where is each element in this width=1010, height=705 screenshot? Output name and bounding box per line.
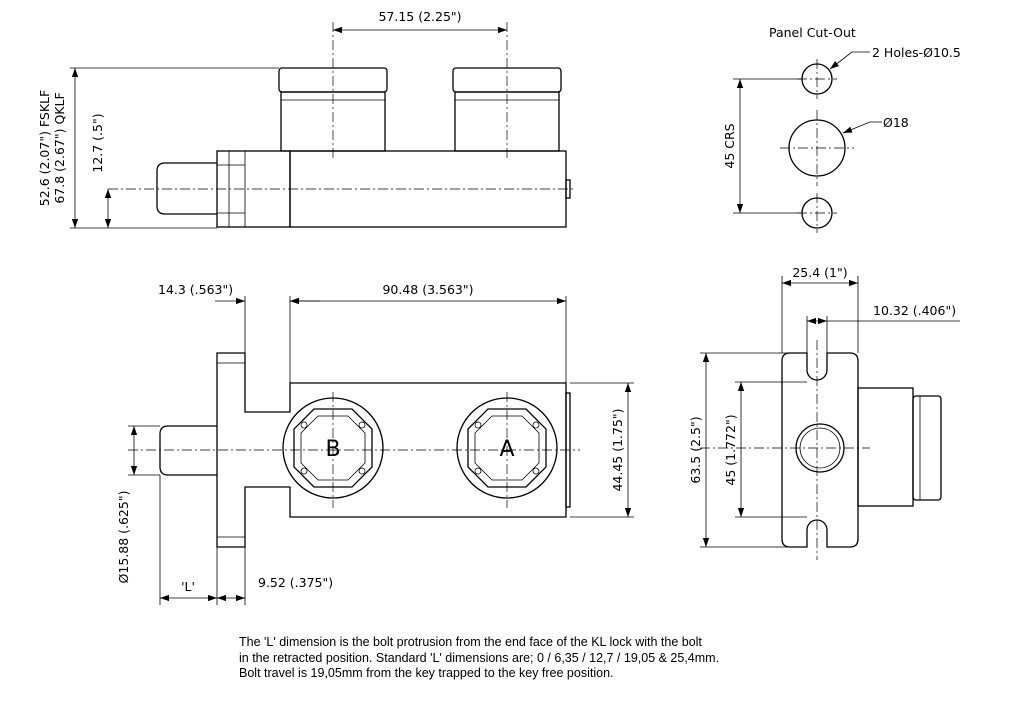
height-qklf-dimension: 67.8 (2.67") QKLF [52, 92, 67, 203]
bolt-diameter-dimension: Ø15.88 (.625") [116, 491, 131, 584]
hole-spacing-dimension: 45 (1.772") [723, 414, 738, 485]
bolt-height-dimension: 12.7 (.5") [90, 113, 105, 172]
key-a-label: A [499, 437, 514, 462]
holes-diameter-label: 2 Holes-Ø10.5 [872, 45, 961, 60]
overall-height-dimension: 63.5 (2.5") [688, 416, 703, 483]
note-line-3: Bolt travel is 19,05mm from the key trap… [239, 666, 614, 680]
top-view [70, 22, 575, 229]
end-view [700, 276, 960, 560]
body-length-dimension: 90.48 (3.563") [382, 282, 473, 297]
end-width-dimension: 25.4 (1") [792, 265, 847, 280]
flange-width-dimension: 14.3 (.563") [158, 282, 233, 297]
slot-offset-dimension: 10.32 (.406") [873, 303, 956, 318]
key-b-label: B [325, 437, 340, 462]
note-line-2: in the retracted position. Standard 'L' … [239, 650, 720, 665]
l-dimension-label: 'L' [181, 579, 195, 594]
hole-spacing-crs-label: 45 CRS [722, 123, 737, 168]
front-view [128, 296, 634, 605]
panel-cutout-view [733, 51, 882, 233]
height-fsklf-dimension: 52.6 (2.07") FSKLF [37, 90, 52, 206]
note-line-1: The 'L' dimension is the bolt protrusion… [239, 635, 702, 649]
key-spacing-dimension: 57.15 (2.25") [378, 9, 461, 24]
body-height-dimension: 44.45 (1.75") [610, 408, 625, 491]
center-hole-diameter-label: Ø18 [883, 115, 909, 130]
l-dimension-note: The 'L' dimension is the bolt protrusion… [239, 635, 959, 682]
flange-thickness-dimension: 9.52 (.375") [258, 575, 333, 590]
panel-cutout-title: Panel Cut-Out [769, 25, 856, 40]
